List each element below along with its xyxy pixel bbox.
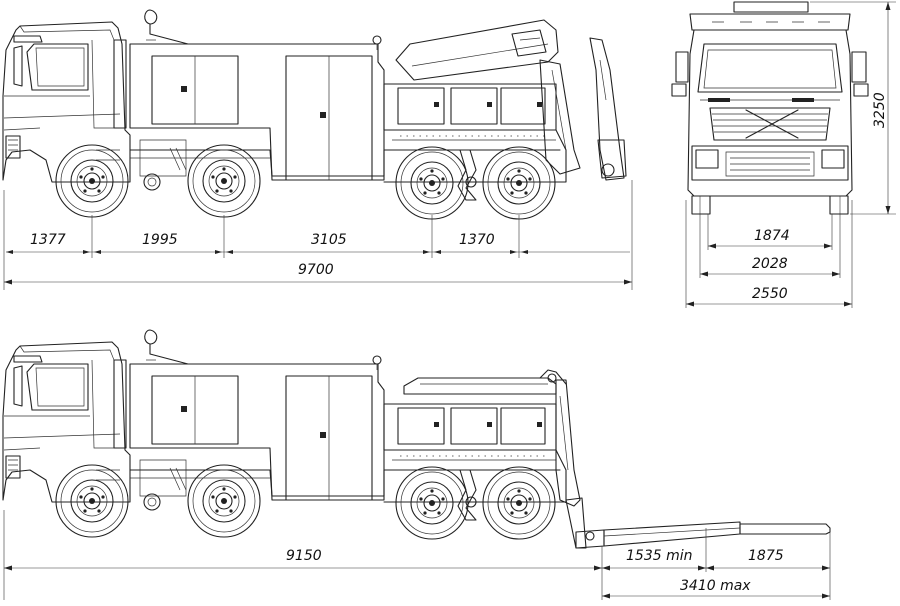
dim-1995: 1995 <box>142 232 178 248</box>
dim-3105: 3105 <box>311 232 347 248</box>
dim-1377: 1377 <box>30 232 66 248</box>
dim-2550: 2550 <box>752 286 788 302</box>
dim-3250: 3250 <box>872 92 888 128</box>
dim-9150: 9150 <box>286 548 322 564</box>
side-view-lift-extended: 9150 1535 min 1875 3410 max <box>2 329 831 600</box>
dim-3410-max: 3410 max <box>680 578 751 594</box>
dim-9700: 9700 <box>298 262 334 278</box>
dimensions-top: 1377 1995 3105 1370 9700 <box>3 180 633 290</box>
side-view-boom-raised: 1377 1995 3105 1370 9700 <box>2 9 633 290</box>
dim-1875: 1875 <box>748 548 784 564</box>
dim-1370: 1370 <box>459 232 495 248</box>
front-view: 1874 2028 2550 3250 <box>671 1 896 308</box>
dimensions-bottom: 9150 1535 min 1875 3410 max <box>3 510 831 600</box>
dim-2028: 2028 <box>752 256 788 272</box>
dim-1535-min: 1535 min <box>626 548 692 564</box>
stowed-boom <box>403 369 831 549</box>
dim-1874: 1874 <box>754 228 790 244</box>
raised-boom <box>395 19 627 181</box>
